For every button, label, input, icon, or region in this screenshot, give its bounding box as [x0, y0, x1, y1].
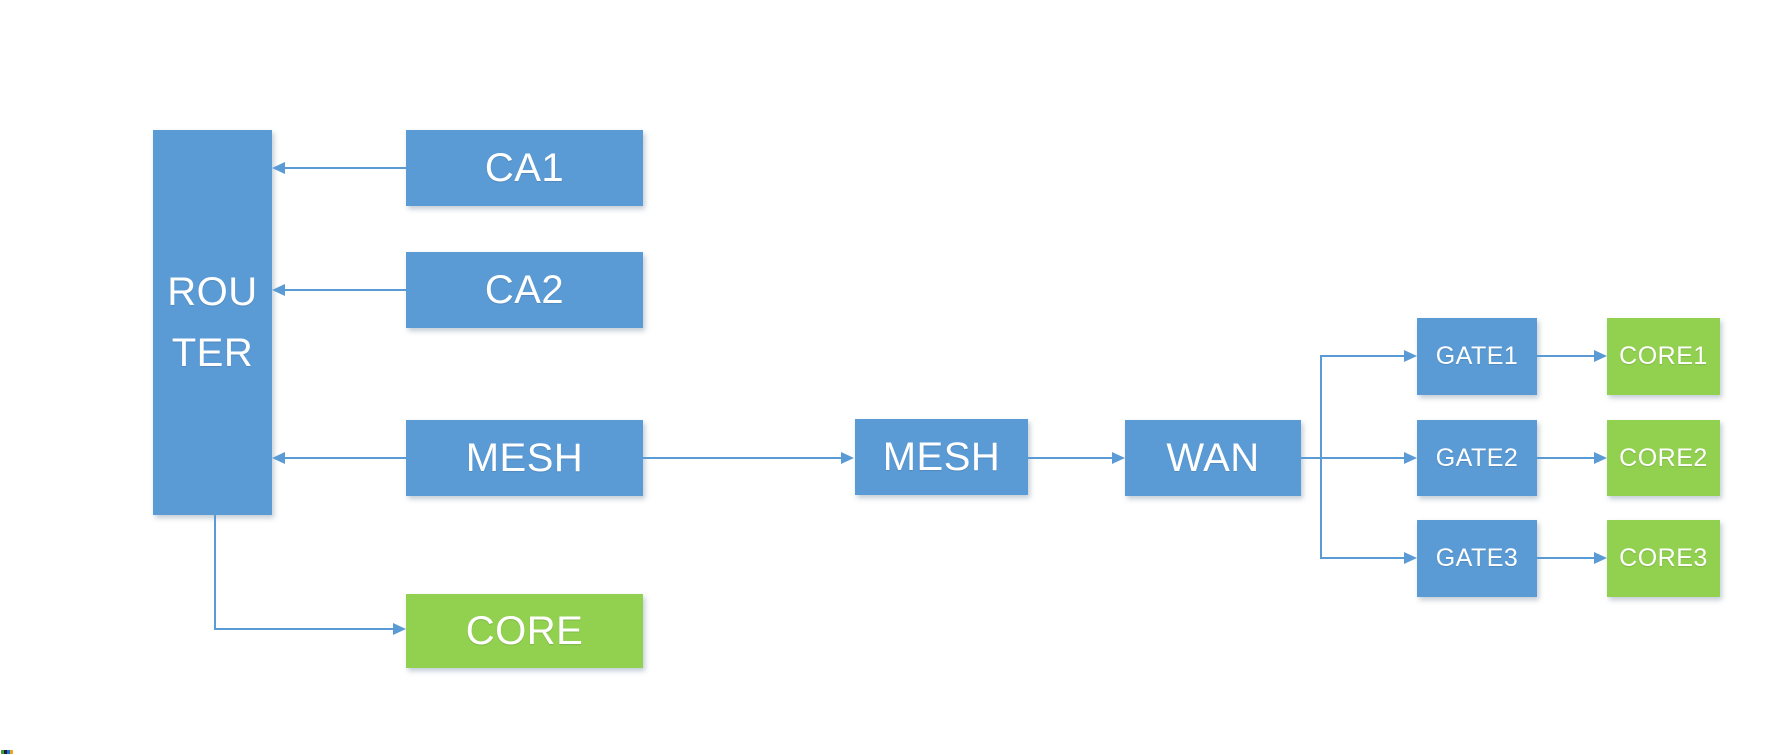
edge-gate1-core1-line [1537, 355, 1595, 357]
edge-meshmid-wan-line [1028, 457, 1113, 459]
edge-ca2-router-arrowhead-icon [272, 284, 285, 296]
screen-corner-artifact [1, 750, 13, 754]
node-core-main: CORE [406, 594, 643, 668]
artifact-pixel [4, 750, 7, 754]
node-gate1-label: GATE1 [1435, 342, 1519, 370]
node-gate1: GATE1 [1417, 318, 1537, 395]
node-router-label-line1: ROU [167, 269, 258, 314]
node-core3: CORE3 [1607, 520, 1720, 597]
node-ca1-label: CA1 [484, 145, 565, 190]
edge-ca1-router-arrowhead-icon [272, 162, 285, 174]
node-wan: WAN [1125, 420, 1301, 496]
edge-gate2-core2-line [1537, 457, 1595, 459]
edge-wan-gate1-line [1321, 355, 1405, 357]
artifact-pixel [7, 750, 10, 754]
edge-router-core-horizontal-line [214, 628, 394, 630]
edge-router-core-arrowhead-icon [393, 623, 406, 635]
node-router-label-line2: TER [171, 330, 254, 375]
node-mesh-left-label: MESH [465, 435, 584, 480]
node-router-label: ROU TER [167, 262, 257, 384]
edge-wan-gate1-arrowhead-icon [1404, 350, 1417, 362]
node-ca2-label: CA2 [484, 267, 565, 312]
node-ca2: CA2 [406, 252, 643, 328]
edge-meshleft-meshmid-arrowhead-icon [841, 452, 854, 464]
node-core-main-label: CORE [465, 608, 584, 653]
edge-ca1-router-line [284, 167, 406, 169]
edge-wan-gate3-line [1321, 557, 1405, 559]
edge-wan-branch-stub-line [1301, 457, 1322, 459]
node-core3-label: CORE3 [1619, 544, 1708, 572]
edge-ca2-router-line [284, 289, 406, 291]
edge-mesh-router-line [284, 457, 406, 459]
node-mesh-middle-label: MESH [882, 434, 1001, 479]
node-gate2: GATE2 [1417, 420, 1537, 496]
artifact-pixel [1, 750, 4, 754]
edge-meshleft-meshmid-line [643, 457, 842, 459]
edge-gate3-core3-arrowhead-icon [1594, 552, 1607, 564]
node-core1: CORE1 [1607, 318, 1720, 395]
edge-meshmid-wan-arrowhead-icon [1112, 452, 1125, 464]
node-gate3-label: GATE3 [1435, 544, 1519, 572]
node-mesh-left: MESH [406, 420, 643, 496]
node-ca1: CA1 [406, 130, 643, 206]
edge-gate3-core3-line [1537, 557, 1595, 559]
node-router: ROU TER [153, 130, 272, 515]
edge-wan-gate2-arrowhead-icon [1404, 452, 1417, 464]
node-mesh-middle: MESH [855, 419, 1028, 495]
node-core2: CORE2 [1607, 420, 1720, 496]
node-core2-label: CORE2 [1619, 443, 1708, 472]
artifact-pixel [10, 750, 13, 754]
node-gate2-label: GATE2 [1435, 443, 1519, 472]
edge-gate2-core2-arrowhead-icon [1594, 452, 1607, 464]
edge-wan-gate3-arrowhead-icon [1404, 552, 1417, 564]
edge-router-core-vertical-line [214, 515, 216, 630]
edge-gate1-core1-arrowhead-icon [1594, 350, 1607, 362]
node-wan-label: WAN [1166, 435, 1260, 480]
node-core1-label: CORE1 [1619, 342, 1708, 370]
node-gate3: GATE3 [1417, 520, 1537, 597]
edge-mesh-router-arrowhead-icon [272, 452, 285, 464]
edge-wan-gate2-line [1321, 457, 1405, 459]
